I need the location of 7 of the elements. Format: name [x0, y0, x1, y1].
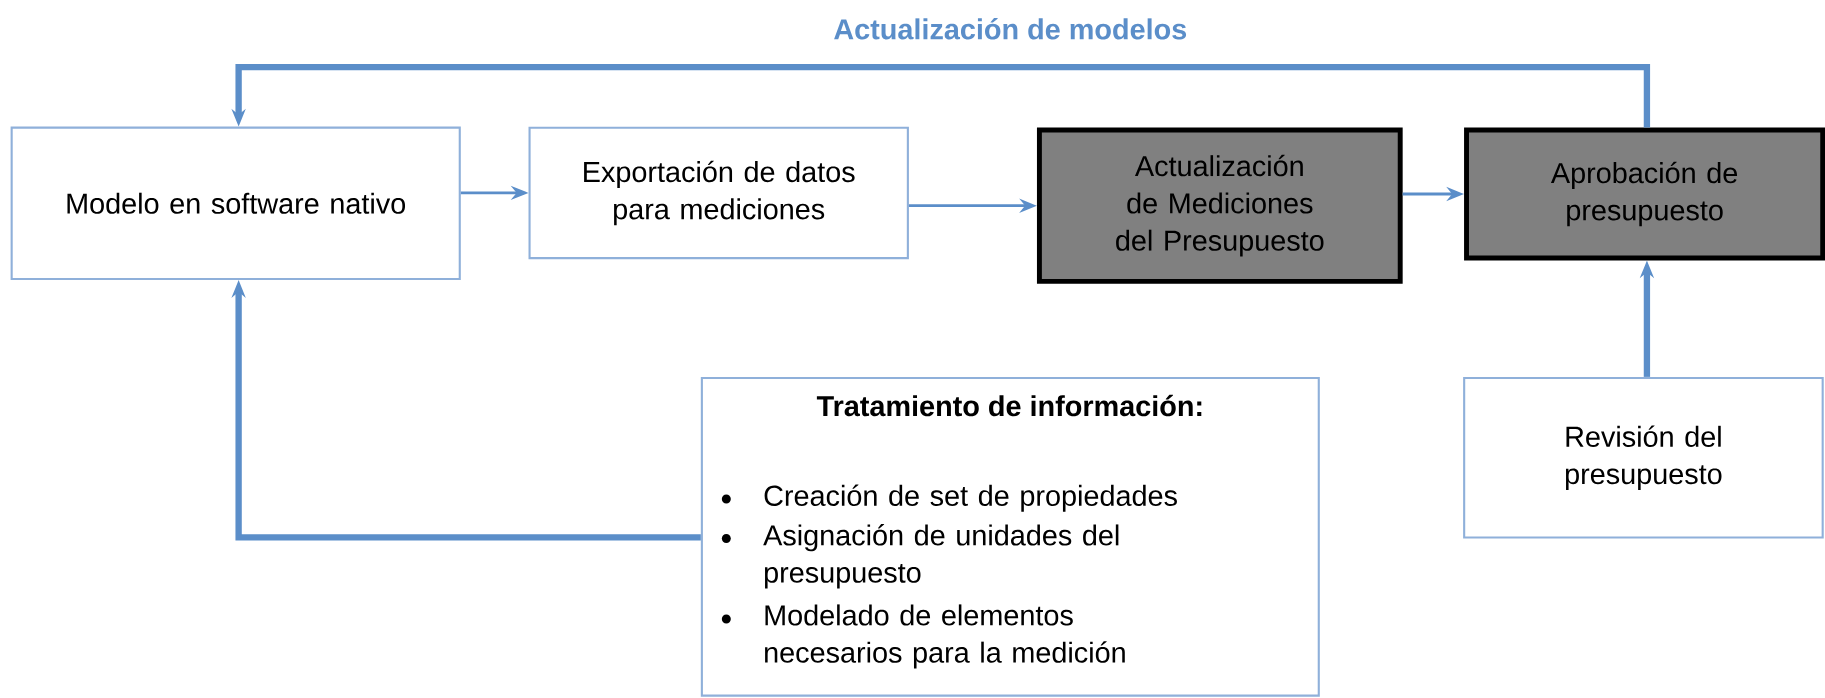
info-box: Tratamiento de información: Creación de set de propiedades Asignación de unidades del presupuesto Modelado de elementos necesarios para la medición: [700, 376, 1320, 697]
process-box: Revisión del presupuesto: [1463, 376, 1824, 539]
process-box: Exportación de datos para mediciones: [528, 126, 909, 260]
process-box: Modelo en software nativo: [10, 126, 461, 280]
highlighted-box: Aprobación de presupuesto: [1464, 127, 1825, 261]
edge-label: Actualización de modelos: [829, 14, 1191, 43]
highlighted-box: Actualización de Mediciones del Presupuesto: [1036, 127, 1403, 284]
